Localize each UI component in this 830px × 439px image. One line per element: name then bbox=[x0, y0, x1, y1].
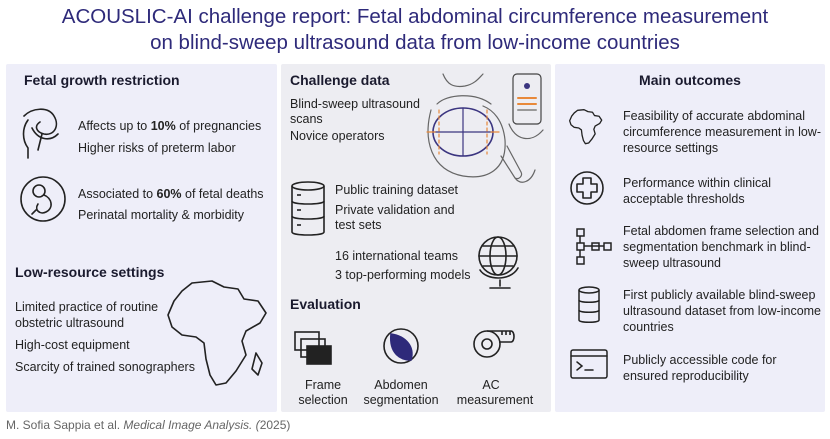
fgr-item-preterm: Higher risks of preterm labor bbox=[78, 141, 236, 155]
outcome-3b: segmentation benchmark in blind- bbox=[623, 240, 811, 254]
middle-panel: Challenge data Blind-sweep ultrasound sc… bbox=[281, 64, 551, 412]
right-panel: Main outcomes Feasibility of accurate ab… bbox=[555, 64, 825, 412]
page-title: ACOUSLIC-AI challenge report: Fetal abdo… bbox=[0, 4, 830, 56]
segmentation-icon bbox=[381, 326, 421, 366]
eval-frame-a: Frame bbox=[304, 378, 342, 392]
outcome-4b: ultrasound dataset from low-income bbox=[623, 304, 822, 318]
title-line-1: ACOUSLIC-AI challenge report: Fetal abdo… bbox=[61, 5, 769, 28]
africa-map-icon-small bbox=[569, 108, 603, 146]
globe-icon bbox=[474, 232, 524, 292]
outcome-4c: countries bbox=[623, 320, 674, 334]
lrs-item-routine-a: Limited practice of routine bbox=[15, 300, 159, 314]
lrs-item-cost: High-cost equipment bbox=[15, 338, 130, 352]
low-resource-heading: Low-resource settings bbox=[15, 264, 165, 280]
evaluation-heading: Evaluation bbox=[290, 296, 361, 312]
eval-abdomen-a: Abdomen bbox=[374, 378, 428, 392]
outcome-2a: Performance within clinical bbox=[623, 176, 771, 190]
ultrasound-probe-icon bbox=[423, 70, 549, 188]
outcome-1a: Feasibility of accurate abdominal bbox=[623, 109, 806, 123]
fgr-item-perinatal: Perinatal mortality & morbidity bbox=[78, 208, 245, 222]
outcome-1b: circumference measurement in low- bbox=[623, 125, 821, 139]
fetal-growth-heading: Fetal growth restriction bbox=[24, 72, 180, 88]
cd-item-scans-b: scans bbox=[290, 112, 323, 126]
outcome-5b: ensured reproducibility bbox=[623, 369, 749, 383]
left-panel: Fetal growth restriction Affects up to 1… bbox=[6, 64, 277, 412]
cd-item-teams: 16 international teams bbox=[335, 249, 458, 263]
journal-name: Medical Image Analysis. ( bbox=[123, 418, 260, 432]
cd-item-public: Public training dataset bbox=[335, 183, 458, 197]
title-line-2: on blind-sweep ultrasound data from low-… bbox=[150, 31, 680, 54]
terminal-icon bbox=[569, 348, 609, 380]
cd-item-private-b: test sets bbox=[335, 218, 382, 232]
citation-footer: M. Sofia Sappia et al. Medical Image Ana… bbox=[6, 418, 291, 432]
eval-abdomen-b: segmentation bbox=[363, 393, 439, 407]
cd-item-private-a: Private validation and bbox=[335, 203, 455, 217]
fetus-icon bbox=[18, 174, 68, 224]
medical-cross-icon bbox=[569, 170, 605, 206]
fgr-percent-10: 10% bbox=[150, 119, 176, 133]
frames-icon bbox=[293, 330, 333, 368]
fgr-percent-60: 60% bbox=[156, 187, 182, 201]
lrs-item-routine-b: obstetric ultrasound bbox=[15, 316, 125, 330]
eval-ac-a: AC bbox=[482, 378, 500, 392]
fgr-item-affects: Affects up to 10% of pregnancies bbox=[78, 119, 262, 133]
africa-map-icon bbox=[166, 279, 270, 389]
hierarchy-icon bbox=[575, 227, 613, 267]
eval-frame-b: selection bbox=[298, 393, 348, 407]
outcome-5a: Publicly accessible code for bbox=[623, 353, 777, 367]
outcome-1c: resource settings bbox=[623, 141, 719, 155]
database-icon-small bbox=[577, 286, 601, 324]
database-icon bbox=[289, 180, 327, 238]
cd-item-scans-a: Blind-sweep ultrasound bbox=[290, 97, 420, 111]
eval-ac-b: measurement bbox=[456, 393, 534, 407]
fgr-item-deaths: Associated to 60% of fetal deaths bbox=[78, 187, 264, 201]
tape-measure-icon bbox=[471, 328, 517, 362]
lrs-item-sonographers: Scarcity of trained sonographers bbox=[15, 360, 195, 374]
pregnant-woman-icon bbox=[18, 104, 66, 160]
challenge-data-heading: Challenge data bbox=[290, 72, 390, 88]
cd-item-novice: Novice operators bbox=[290, 129, 385, 143]
cd-item-models: 3 top-performing models bbox=[335, 268, 471, 282]
outcome-2b: acceptable thresholds bbox=[623, 192, 745, 206]
outcome-3c: sweep ultrasound bbox=[623, 256, 721, 270]
main-outcomes-heading: Main outcomes bbox=[639, 72, 741, 88]
outcome-3a: Fetal abdomen frame selection and bbox=[623, 224, 819, 238]
outcome-4a: First publicly available blind-sweep bbox=[623, 288, 816, 302]
